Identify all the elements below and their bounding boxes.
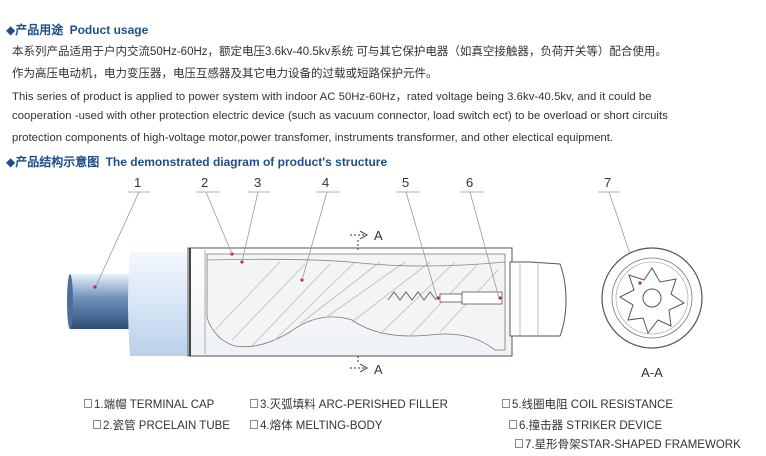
usage-heading: ◆产品用途 Poduct usage — [6, 21, 148, 38]
callout-2: 2 — [201, 175, 208, 190]
fuse-body — [187, 247, 513, 357]
diamond-bullet-icon: ◆ — [6, 155, 16, 169]
terminal-cap — [67, 274, 132, 329]
legend-box-icon — [250, 399, 258, 408]
usage-text-en-3: protection components of high-voltage mo… — [12, 132, 614, 144]
usage-text-cn-2: 作为高压电动机，电力变压器，电压互感器及其它电力设备的过载或短路保护元件。 — [12, 68, 438, 80]
legend-box-icon — [93, 420, 101, 429]
legend-item-4: 4.熔体 MELTING-BODY — [250, 417, 382, 433]
callout-1: 1 — [134, 175, 141, 190]
usage-title-en: Poduct usage — [69, 23, 149, 37]
legend-item-2: 2.瓷管 PRCELAIN TUBE — [93, 417, 230, 433]
legend-item-3: 3.灭弧填料 ARC-PERISHED FILLER — [250, 396, 448, 412]
porcelain-tube — [128, 252, 190, 356]
callout-4: 4 — [322, 175, 329, 190]
legend-box-icon — [250, 420, 258, 429]
section-mark-top: A — [374, 228, 383, 243]
usage-text-en-2: cooperation -used with other protection … — [12, 110, 668, 122]
callout-leaders — [95, 191, 641, 299]
legend-box-icon — [509, 420, 517, 429]
callout-3: 3 — [254, 175, 261, 190]
section-mark-bottom: A — [374, 362, 383, 377]
legend-box-icon — [502, 399, 510, 408]
usage-title-cn: 产品用途 — [15, 23, 64, 37]
legend-item-1: 1.端帽 TERMINAL CAP — [84, 396, 214, 412]
legend-box-icon — [515, 439, 523, 448]
legend-item-5: 5.线圈电阻 COIL RESISTANCE — [502, 396, 673, 412]
callout-6: 6 — [466, 175, 473, 190]
usage-text-cn-1: 本系列产品适用于户内交流50Hz-60Hz，额定电压3.6kv-40.5kv系统… — [12, 46, 667, 58]
legend-item-7: 7.星形骨架STAR-SHAPED FRAMEWORK — [515, 436, 741, 452]
usage-text-en-1: This series of product is applied to pow… — [12, 91, 652, 103]
structure-title-cn: 产品结构示意图 — [15, 155, 100, 169]
legend-item-6: 6.撞击器 STRIKER DEVICE — [509, 417, 662, 433]
structure-title-en: The demonstrated diagram of product's st… — [105, 155, 388, 169]
structure-heading: ◆产品结构示意图 The demonstrated diagram of pro… — [6, 153, 387, 170]
legend-box-icon — [84, 399, 92, 408]
cross-section-label: A-A — [641, 365, 663, 380]
callout-7: 7 — [604, 175, 611, 190]
callout-5: 5 — [402, 175, 409, 190]
right-end-cap — [509, 261, 567, 337]
diamond-bullet-icon: ◆ — [6, 23, 16, 37]
cross-section-view — [601, 247, 703, 349]
